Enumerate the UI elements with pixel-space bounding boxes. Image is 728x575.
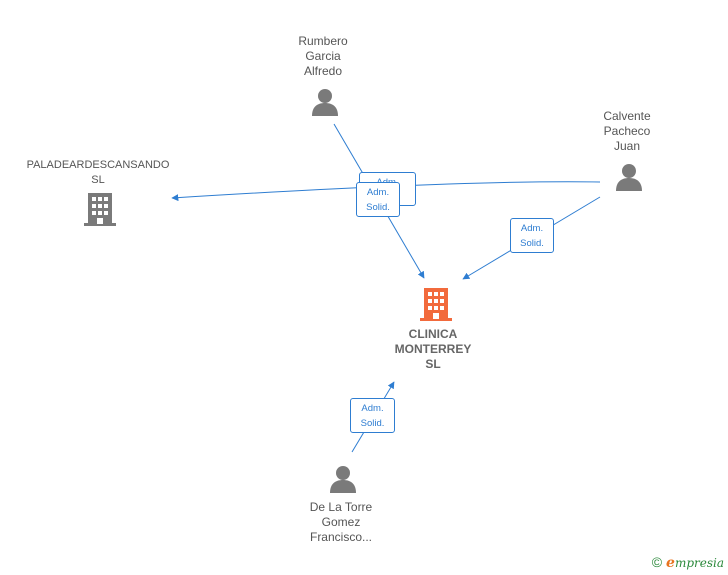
label-line: Alfredo	[303, 64, 343, 78]
person-label-calvente[interactable]: Calvente Pacheco Juan	[587, 109, 667, 154]
person-icon[interactable]	[330, 466, 356, 493]
edge-label-line: Adm.	[361, 403, 384, 414]
edge-label-line: Solid.	[520, 238, 544, 249]
person-label-rumbero[interactable]: Rumbero Garcia Alfredo	[283, 34, 363, 79]
copyright-icon: ©	[651, 554, 663, 570]
brand-logo: empresia	[666, 555, 724, 571]
label-line: Gomez	[321, 515, 361, 529]
label-line: PALADEARDESCANSANDO	[26, 159, 170, 171]
main-company-label[interactable]: CLINICA MONTERREY SL	[383, 327, 483, 372]
brand-initial: e	[666, 555, 675, 571]
person-icon[interactable]	[312, 89, 338, 116]
label-line: Pacheco	[603, 124, 651, 138]
label-line: De La Torre	[309, 500, 373, 514]
label-line: Francisco...	[309, 530, 372, 544]
edge-label-line: Adm.	[366, 187, 390, 198]
building-icon[interactable]	[84, 193, 116, 226]
label-line: Rumbero	[298, 34, 348, 48]
edge-label-line: Solid.	[360, 418, 385, 429]
label-line: SL	[91, 174, 105, 186]
company-label-paladear[interactable]: PALADEARDESCANSANDO SL	[18, 158, 178, 188]
label-line: Juan	[613, 139, 641, 153]
copyright-footer[interactable]: ©empresia	[652, 554, 724, 571]
edge-label-line: Adm.	[520, 223, 544, 234]
edge-label-calvente-paladear[interactable]: Adm. Solid.	[356, 182, 400, 217]
label-line: Garcia	[305, 49, 341, 63]
brand-rest: mpresia	[674, 556, 724, 570]
edge-label-line: Solid.	[366, 202, 390, 213]
main-company-building-icon[interactable]	[420, 288, 452, 321]
edge-label-calvente-clinica[interactable]: Adm. Solid.	[510, 218, 554, 253]
person-label-delatorre[interactable]: De La Torre Gomez Francisco...	[293, 500, 389, 545]
edge-label-delatorre-clinica[interactable]: Adm. Solid.	[350, 398, 395, 433]
person-icon[interactable]	[616, 164, 642, 191]
label-line: SL	[425, 357, 441, 371]
label-line: Calvente	[603, 109, 651, 123]
label-line: CLINICA	[408, 327, 458, 341]
label-line: MONTERREY	[394, 342, 472, 356]
